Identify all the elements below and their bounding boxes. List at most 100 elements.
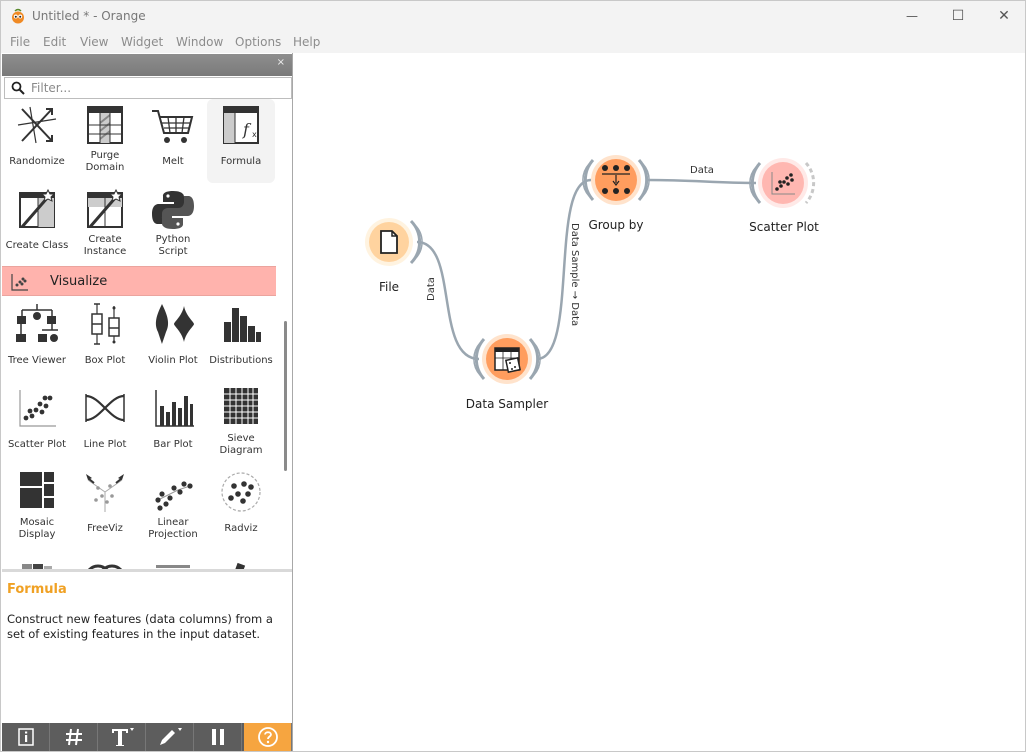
description-title: Formula [7, 582, 67, 597]
freeviz-icon [86, 474, 124, 512]
widget-label: Melt [162, 156, 184, 167]
line-plot-icon [85, 394, 125, 422]
widget-label: Violin Plot [148, 355, 198, 366]
scrollbar-thumb[interactable] [284, 321, 287, 471]
widget-label: Randomize [9, 156, 65, 167]
linear-projection-icon [155, 481, 193, 511]
filter-box [4, 77, 292, 99]
widget-purge-domain[interactable]: Purge Domain [71, 99, 139, 183]
widget-partial-3[interactable] [139, 550, 207, 569]
heat-map-icon [22, 564, 52, 569]
grid-icon [65, 728, 82, 746]
widget-label: Formula [220, 156, 262, 167]
widget-partial-2[interactable] [71, 550, 139, 569]
widget-line-plot[interactable]: Line Plot [71, 382, 139, 466]
link-data-sampler-to-group-by[interactable] [536, 178, 592, 361]
widget-tree-viewer[interactable]: Tree Viewer [3, 298, 71, 382]
widget-sieve-diagram[interactable]: Sieve Diagram [207, 382, 275, 466]
widget-label: Bar Plot [153, 439, 193, 450]
widget-freeviz[interactable]: FreeViz [71, 466, 139, 550]
menu-widget[interactable]: Widget [121, 35, 164, 49]
purge-domain-icon [87, 106, 123, 144]
link-group-by-to-scatter-plot[interactable] [647, 178, 757, 185]
widget-partial-4[interactable] [207, 550, 275, 569]
pythagorean-tree-icon [234, 562, 246, 569]
category-label: Visualize [50, 274, 108, 289]
widget-label: Radviz [224, 523, 258, 534]
menu-file[interactable]: File [10, 35, 31, 49]
dock-close-icon[interactable]: × [276, 57, 285, 68]
tree-viewer-icon [16, 304, 58, 342]
scatter-plot-icon [19, 390, 56, 427]
link-file-to-data-sampler[interactable] [416, 240, 480, 361]
menu-help[interactable]: Help [293, 35, 321, 49]
dock-title-bar[interactable]: × [2, 54, 292, 76]
menu-options[interactable]: Options [235, 35, 282, 49]
melt-cart-icon [152, 110, 194, 143]
toolbox-scrollbar[interactable] [280, 99, 292, 569]
close-button[interactable]: ✕ [981, 1, 1026, 31]
sieve-diagram-icon [224, 388, 258, 424]
arrow-annotation-icon [159, 728, 182, 745]
venn-diagram-icon [87, 564, 123, 569]
node-file[interactable] [365, 218, 423, 266]
svg-text:x: x [252, 130, 257, 139]
node-scatter-plot[interactable] [749, 158, 816, 208]
widget-create-class[interactable]: Create Class [3, 183, 71, 267]
widget-label: Box Plot [84, 355, 126, 366]
grid-button[interactable] [50, 723, 98, 751]
widget-linear-projection[interactable]: Linear Projection [139, 466, 207, 550]
widget-toolbox: Randomize Purge Domain [2, 99, 292, 569]
link-label-file-data: Data [426, 277, 437, 301]
radviz-icon [221, 472, 261, 512]
widget-violin-plot[interactable]: Violin Plot [139, 298, 207, 382]
widget-radviz[interactable]: Radviz [207, 466, 275, 550]
widget-label: Sieve Diagram [219, 433, 263, 456]
widget-label: Linear Projection [148, 517, 198, 540]
filter-input[interactable] [31, 80, 281, 96]
widget-python-script[interactable]: Python Script [139, 183, 207, 267]
menu-view[interactable]: View [80, 35, 109, 49]
close-icon: ✕ [998, 8, 1010, 24]
window-title: Untitled * - Orange [32, 9, 146, 23]
title-bar: Untitled * - Orange — ☐ ✕ [1, 1, 1025, 31]
widget-box-plot[interactable]: Box Plot [71, 298, 139, 382]
maximize-button[interactable]: ☐ [935, 1, 981, 31]
orange-app-icon [12, 8, 24, 24]
box-plot-icon [91, 303, 120, 345]
info-button[interactable] [2, 723, 50, 751]
widget-partial-1[interactable] [3, 550, 71, 569]
widget-label: Python Script [155, 234, 191, 257]
widget-formula[interactable]: f x Formula [207, 99, 275, 183]
silhouette-plot-icon [156, 565, 190, 568]
widget-create-instance[interactable]: Create Instance [71, 183, 139, 267]
visualize-category-icon [11, 274, 28, 291]
pause-button[interactable] [194, 723, 242, 751]
minimize-button[interactable]: — [889, 1, 935, 31]
formula-icon: f x [223, 106, 259, 144]
menu-edit[interactable]: Edit [43, 35, 67, 49]
widget-mosaic-display[interactable]: Mosaic Display [3, 466, 71, 550]
widget-randomize[interactable]: Randomize [3, 99, 71, 183]
pause-icon [211, 729, 224, 745]
widget-bar-plot[interactable]: Bar Plot [139, 382, 207, 466]
widget-melt[interactable]: Melt [139, 99, 207, 183]
widget-label: Create Instance [83, 234, 127, 257]
widget-distributions[interactable]: Distributions [207, 298, 275, 382]
node-group-by[interactable] [582, 155, 650, 205]
bar-plot-icon [155, 390, 194, 427]
menu-window[interactable]: Window [176, 35, 224, 49]
workflow-graph [365, 155, 816, 384]
widget-label: Tree Viewer [7, 355, 66, 366]
workflow-canvas[interactable]: File Data Sampler Group by Scatter Plot … [294, 53, 1025, 751]
node-label-group-by: Group by [588, 218, 644, 232]
arrow-annotation-button[interactable] [146, 723, 194, 751]
help-button[interactable] [244, 723, 292, 751]
text-annotation-button[interactable] [98, 723, 146, 751]
create-class-icon [19, 188, 56, 228]
node-data-sampler[interactable] [473, 334, 541, 384]
svg-text:f: f [242, 120, 252, 139]
category-visualize[interactable]: Visualize [2, 266, 276, 296]
widget-label: Purge Domain [85, 150, 125, 173]
widget-scatter-plot[interactable]: Scatter Plot [3, 382, 71, 466]
